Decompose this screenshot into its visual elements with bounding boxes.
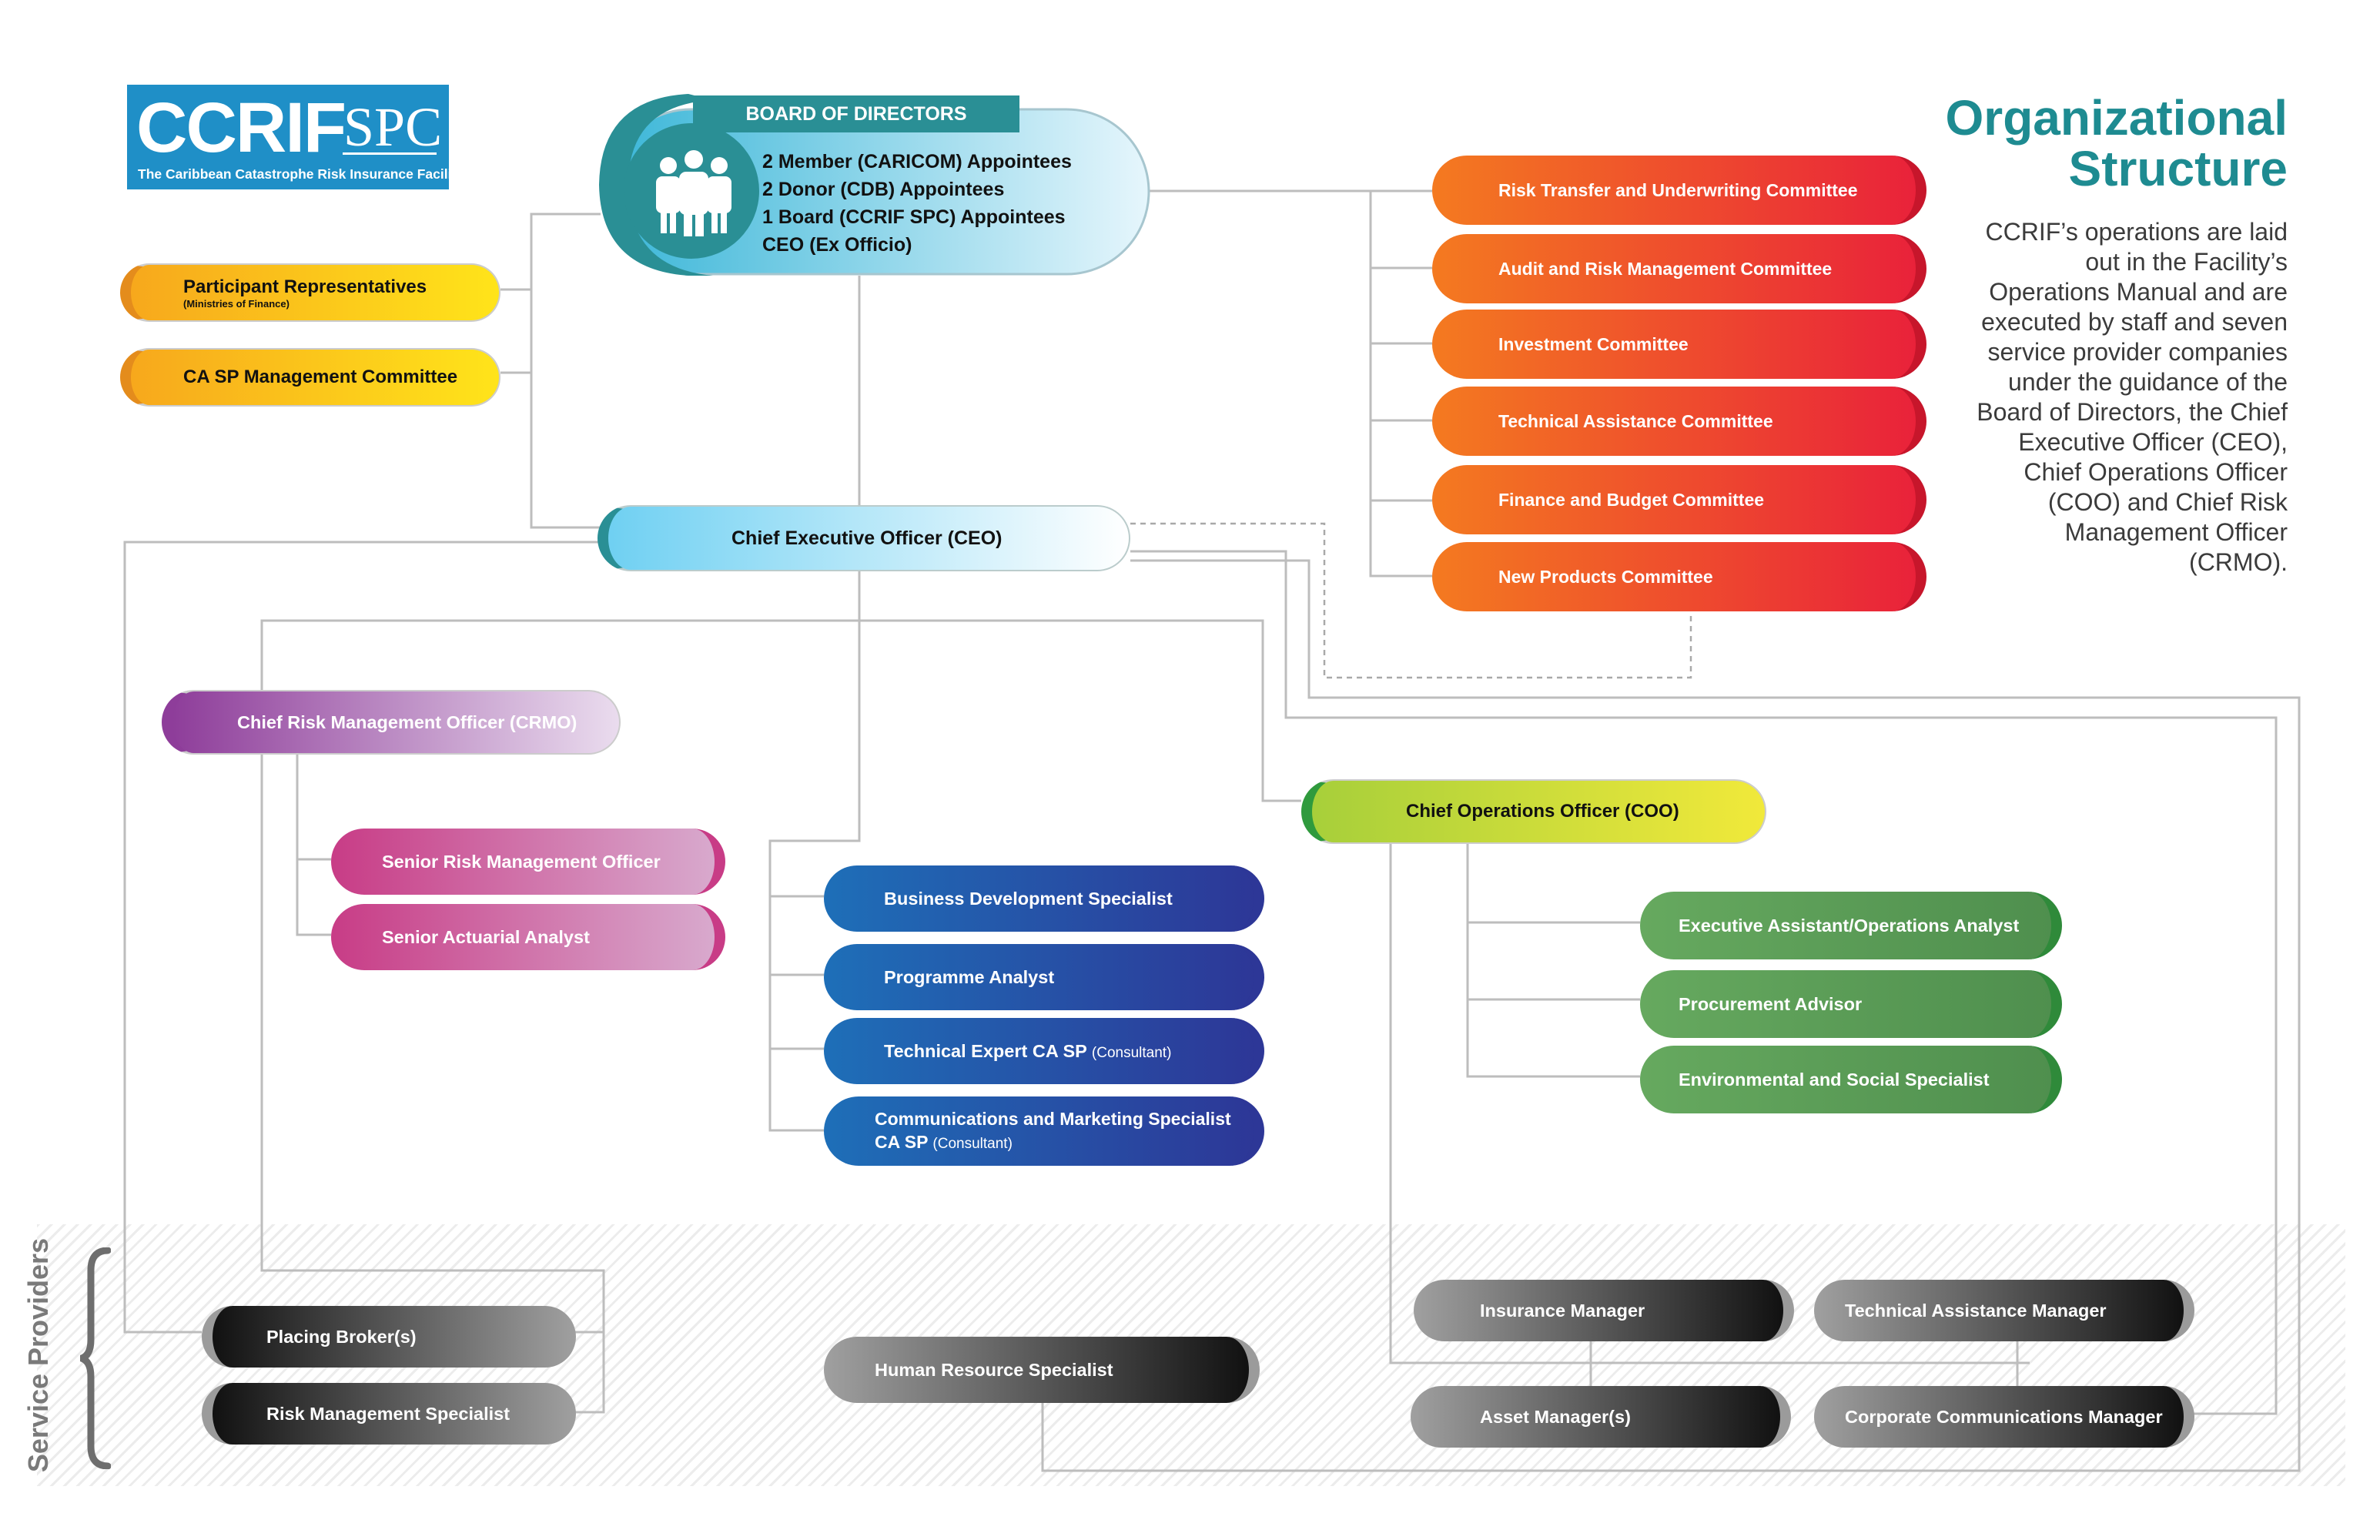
casp-management-committee-box: CA SP Management Committee xyxy=(120,348,500,407)
human-resource-specialist-box: Human Resource Specialist xyxy=(824,1337,1260,1403)
coo-box: Chief Operations Officer (COO) xyxy=(1301,779,1766,844)
risk-management-specialist-box: Risk Management Specialist xyxy=(202,1383,576,1445)
board-composition: 2 Member (CARICOM) Appointees 2 Donor (C… xyxy=(762,151,1072,256)
people-group-icon xyxy=(656,150,731,236)
senior-risk-management-officer-box: Senior Risk Management Officer xyxy=(331,829,725,895)
committee-investment: Investment Committee xyxy=(1432,310,1926,379)
executive-assistant-box: Executive Assistant/Operations Analyst xyxy=(1640,892,2062,959)
technical-expert-casp-box: Technical Expert CA SP (Consultant) xyxy=(824,1018,1264,1084)
senior-actuarial-analyst-box: Senior Actuarial Analyst xyxy=(331,904,725,970)
committee-audit-risk: Audit and Risk Management Committee xyxy=(1432,234,1926,303)
procurement-advisor-box: Procurement Advisor xyxy=(1640,970,2062,1038)
environmental-social-specialist-box: Environmental and Social Specialist xyxy=(1640,1046,2062,1113)
committee-risk-transfer: Risk Transfer and Underwriting Committee xyxy=(1432,156,1926,225)
participant-representatives-box: Participant Representatives (Ministries … xyxy=(120,263,500,322)
programme-analyst-box: Programme Analyst xyxy=(824,944,1264,1010)
communications-marketing-specialist-box: Communications and Marketing Specialist … xyxy=(824,1096,1264,1166)
business-development-specialist-box: Business Development Specialist xyxy=(824,865,1264,932)
page-description: CCRIF’s operations are laid out in the F… xyxy=(1977,218,2288,576)
committee-finance-budget: Finance and Budget Committee xyxy=(1432,465,1926,534)
insurance-manager-box: Insurance Manager xyxy=(1414,1280,1794,1341)
ceo-box: Chief Executive Officer (CEO) xyxy=(598,505,1130,571)
brace-icon xyxy=(80,1247,111,1469)
committee-technical-assistance: Technical Assistance Committee xyxy=(1432,387,1926,456)
technical-assistance-manager-box: Technical Assistance Manager xyxy=(1814,1280,2194,1341)
corporate-communications-manager-box: Corporate Communications Manager xyxy=(1814,1386,2194,1448)
asset-managers-box: Asset Manager(s) xyxy=(1411,1386,1791,1448)
ccrif-logo: CCRIF SPC The Caribbean Catastrophe Risk… xyxy=(127,85,464,189)
page-title: Organizational Structure xyxy=(1945,90,2288,196)
placing-brokers-box: Placing Broker(s) xyxy=(202,1306,576,1368)
board-of-directors-tab: BOARD OF DIRECTORS xyxy=(693,95,1019,132)
committee-new-products: New Products Committee xyxy=(1432,542,1926,611)
crmo-box: Chief Risk Management Officer (CRMO) xyxy=(162,690,621,755)
